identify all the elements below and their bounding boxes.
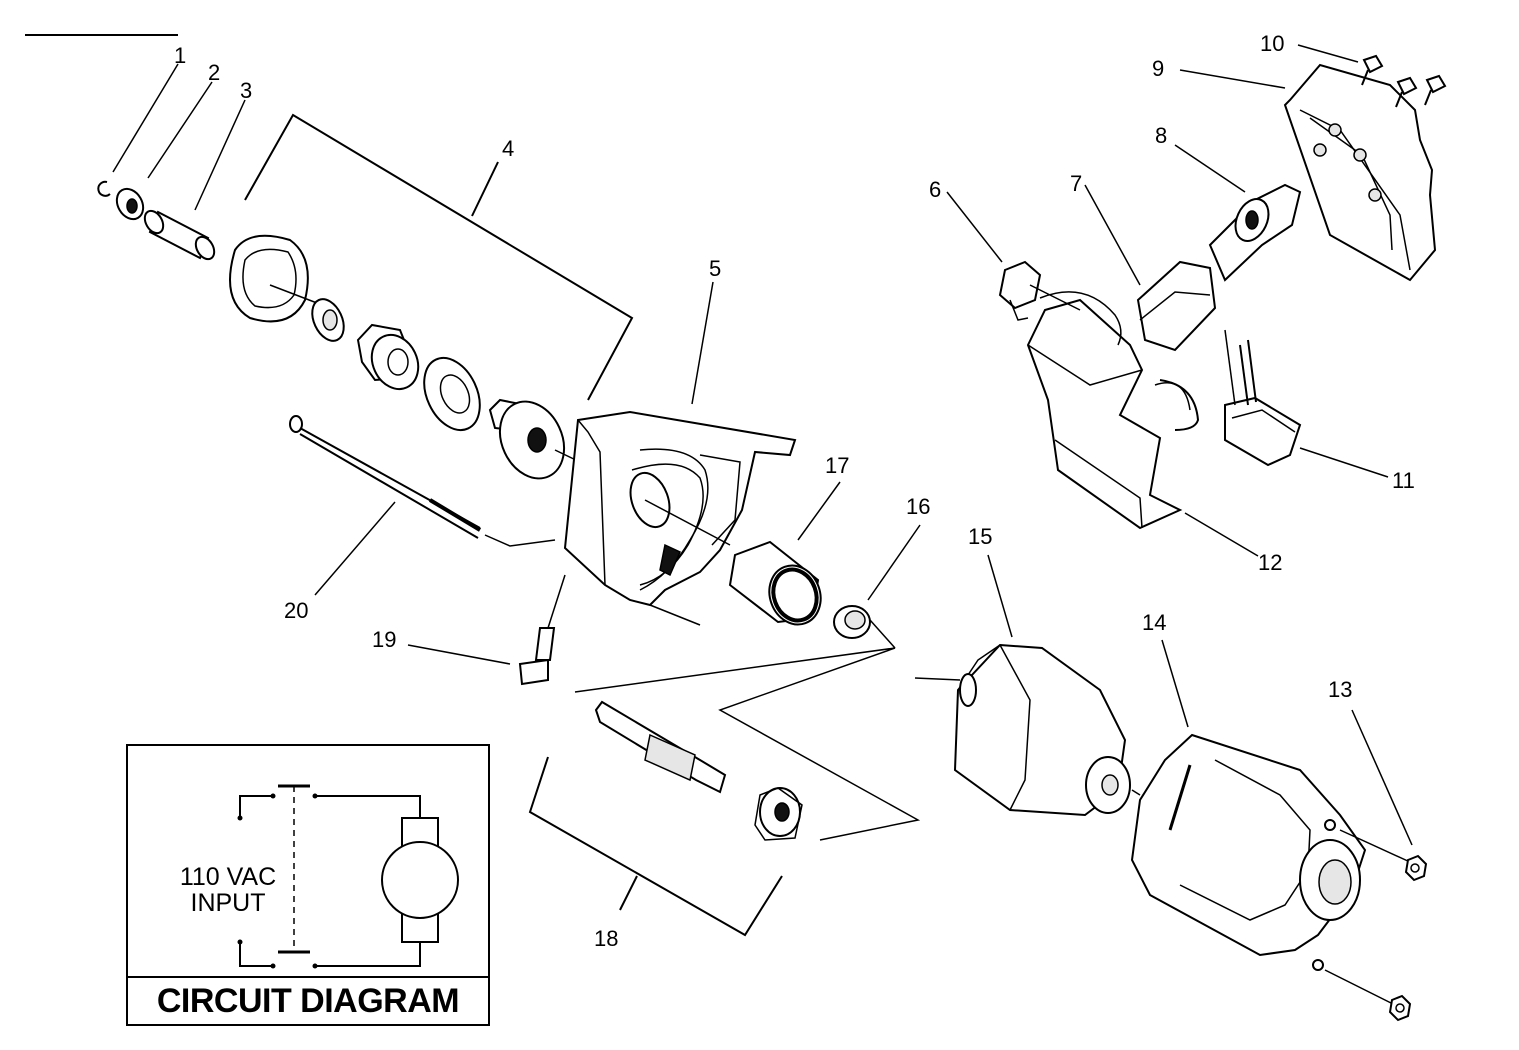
callout-3: 3 <box>240 78 252 103</box>
circuit-input-label: 110 VAC INPUT <box>158 864 298 916</box>
callout-14: 14 <box>1142 610 1166 635</box>
callout-12: 12 <box>1258 550 1282 575</box>
callout-5: 5 <box>709 256 721 281</box>
callout-11: 11 <box>1392 468 1415 493</box>
callout-10: 10 <box>1260 31 1284 56</box>
callout-8: 8 <box>1155 123 1167 148</box>
callout-13: 13 <box>1328 677 1352 702</box>
part-5-gear-housing <box>563 410 797 626</box>
leader-lines <box>112 44 1413 846</box>
part-4-gear-cup <box>229 234 331 323</box>
circuit-schematic <box>237 784 459 969</box>
part-9-cover <box>1283 63 1437 282</box>
callout-4: 4 <box>502 136 514 161</box>
part-11-plug <box>1224 329 1302 467</box>
part-3-bushing <box>143 209 216 261</box>
callout-6: 6 <box>929 177 941 202</box>
callout-16: 16 <box>906 494 930 519</box>
part-12-switch-housing <box>1026 291 1200 530</box>
part-6-terminal <box>998 260 1081 321</box>
part-2-washer <box>115 187 145 221</box>
part-17-sleeve <box>728 540 822 626</box>
part-4-spacer-ring <box>423 356 481 432</box>
part-20-through-bolt <box>289 415 556 547</box>
part-8-lamp <box>1208 183 1302 282</box>
part-15-gearbox <box>914 643 1141 817</box>
callout-7: 7 <box>1070 171 1082 196</box>
circuit-input-word: INPUT <box>190 889 266 917</box>
callout-19: 19 <box>372 627 396 652</box>
part-10-screws <box>1361 54 1447 108</box>
part-4-bracket <box>244 113 634 401</box>
part-13-nuts <box>1388 854 1428 1022</box>
part-18-shaft-gear-bracket <box>528 647 921 937</box>
part-1-retaining-ring <box>97 180 111 197</box>
callout-9: 9 <box>1152 56 1164 81</box>
callout-17: 17 <box>825 453 849 478</box>
callout-2: 2 <box>208 60 220 85</box>
callout-20: 20 <box>284 598 308 623</box>
callout-15: 15 <box>968 524 992 549</box>
circuit-diagram-title: CIRCUIT DIAGRAM <box>128 976 488 1024</box>
callout-labels: 1 2 3 4 5 6 7 8 9 10 11 12 13 14 15 16 1… <box>174 31 1415 951</box>
circuit-input-voltage: 110 VAC <box>179 863 277 891</box>
part-4-small-gear <box>311 298 345 342</box>
part-16-bushing <box>833 605 896 649</box>
part-4-gear-hub <box>356 323 420 391</box>
part-19-screw <box>518 574 566 686</box>
part-7-connector <box>1136 260 1217 352</box>
part-14-motor <box>1130 733 1411 1006</box>
callout-1: 1 <box>174 43 186 68</box>
callout-18: 18 <box>594 926 618 951</box>
part-4-output-gear <box>488 398 581 480</box>
circuit-diagram-panel: 110 VAC INPUT CIRCUIT DIAGRAM <box>126 744 490 1026</box>
